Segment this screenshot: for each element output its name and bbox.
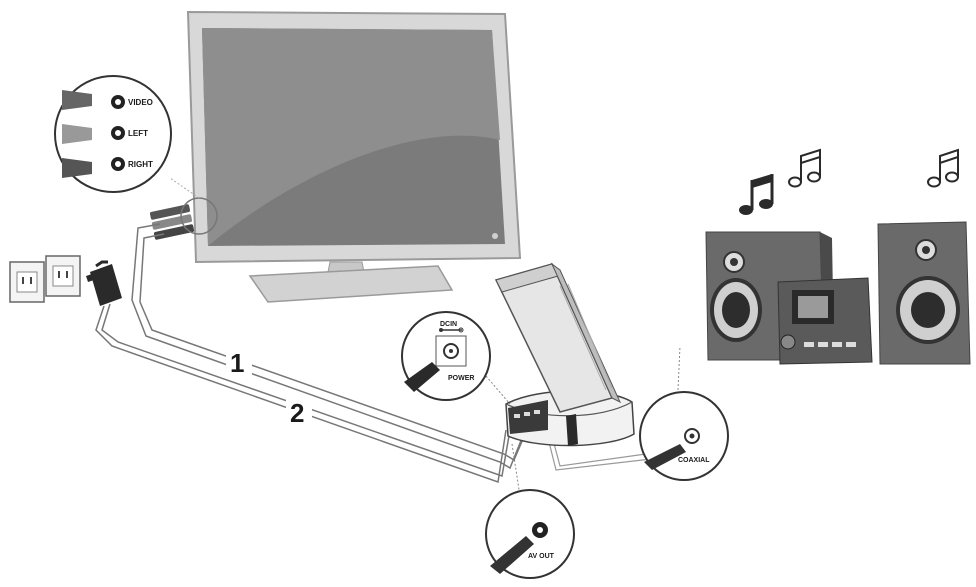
power-label: POWER xyxy=(448,375,474,382)
av-out-callout: AV OUT xyxy=(485,443,575,579)
step-1-label: 1 xyxy=(230,348,244,378)
stereo-receiver xyxy=(777,277,873,365)
power-adapter-icon xyxy=(86,260,122,306)
av-out-label: AV OUT xyxy=(528,553,555,560)
left-input-label: LEFT xyxy=(128,129,148,138)
tv-input-callout: VIDEO LEFT RIGHT xyxy=(54,75,172,193)
dcin-label: DCIN xyxy=(440,321,457,328)
wall-outlet xyxy=(9,255,81,303)
cable-2-power xyxy=(95,303,511,484)
power-callout: DCIN POWER xyxy=(401,311,511,405)
right-speaker xyxy=(877,221,971,365)
portable-device xyxy=(494,262,622,413)
television xyxy=(186,10,522,303)
music-note-icon xyxy=(739,174,774,215)
music-note-icon xyxy=(927,148,959,188)
right-input-label: RIGHT xyxy=(128,160,153,169)
step-2-label: 2 xyxy=(290,398,304,428)
tv-av-plugs xyxy=(149,177,218,240)
video-input-label: VIDEO xyxy=(128,98,153,107)
coaxial-callout: COAXIAL xyxy=(639,345,729,481)
coaxial-label: COAXIAL xyxy=(678,457,710,464)
docking-station xyxy=(505,390,635,447)
music-note-icon xyxy=(788,148,821,188)
